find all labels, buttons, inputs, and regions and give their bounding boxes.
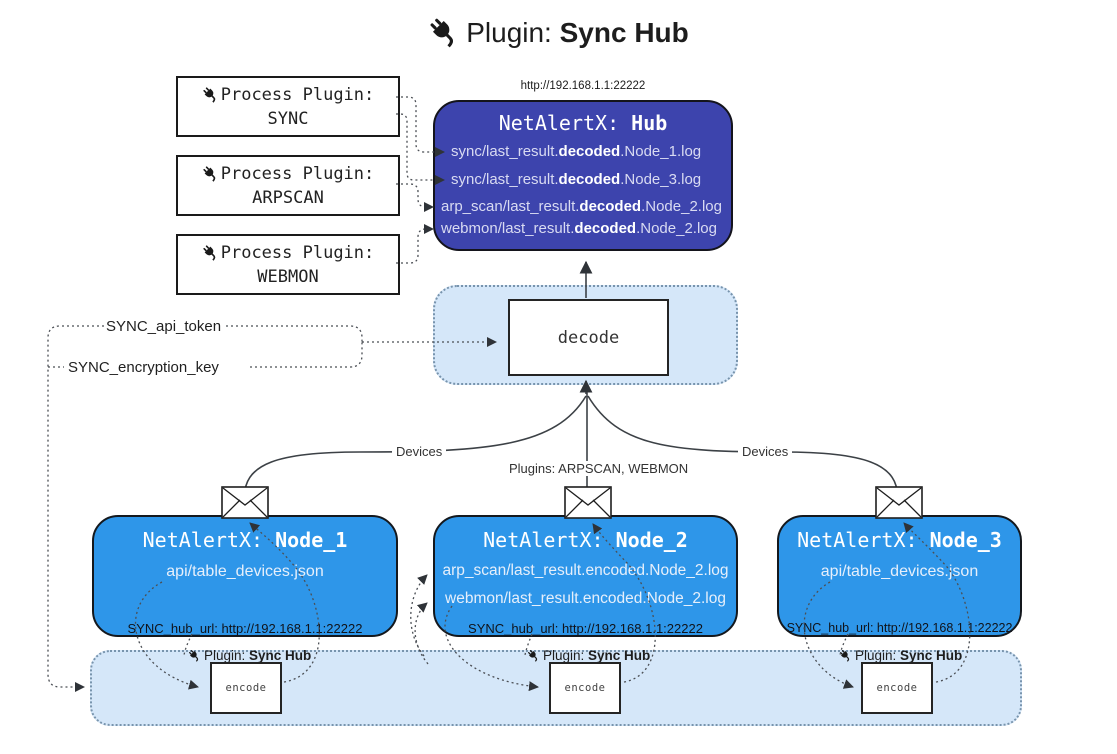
node-3-hub-url: SYNC_hub_url: http://192.168.1.1:22222 [786, 621, 1013, 635]
encode-box-3: encode [861, 662, 933, 714]
process-plugin-sync: Process Plugin: SYNC [176, 76, 400, 137]
node-2-hub-url: SYNC_hub_url: http://192.168.1.1:22222 [468, 621, 703, 636]
node-2-title: NetAlertX: Node_2 [483, 528, 688, 552]
page-title: Plugin: Sync Hub [0, 16, 1117, 49]
page-title-bold: Sync Hub [559, 17, 689, 48]
process-plugin-name: SYNC [267, 108, 309, 129]
hub-box [433, 100, 733, 251]
edge-label-plugins-center: Plugins: ARPSCAN, WEBMON [505, 461, 693, 476]
hub-log-line: arp_scan/last_result.decoded.Node_2.log [441, 198, 722, 215]
plug-icon [202, 244, 219, 261]
plug-icon [202, 165, 219, 182]
hub-log-line: sync/last_result.decoded.Node_1.log [451, 143, 702, 160]
edge-label-devices-right: Devices [738, 444, 793, 459]
process-plugin-webmon: Process Plugin: WEBMON [176, 234, 400, 295]
node-1-line: api/table_devices.json [166, 563, 324, 580]
plug-icon [527, 649, 540, 662]
process-plugin-name: ARPSCAN [252, 187, 324, 208]
plug-icon [839, 649, 852, 662]
sync-plugin-label-1: Plugin: Sync Hub [188, 648, 311, 663]
hub-title: NetAlertX: Hub [433, 111, 733, 135]
hub-title-prefix: NetAlertX: [498, 111, 632, 135]
sync-plugin-label-2: Plugin: Sync Hub [527, 648, 650, 663]
process-plugin-label: Process Plugin: [220, 84, 375, 105]
plug-icon [188, 649, 201, 662]
plug-icon [428, 16, 460, 48]
node-1-title: NetAlertX: Node_1 [142, 528, 348, 552]
config-sync-encryption-key: SYNC_encryption_key [66, 359, 221, 376]
encode-box-1: encode [210, 662, 282, 714]
edge-label-devices-left: Devices [392, 444, 447, 459]
node-3-title: NetAlertX: Node_3 [797, 528, 1002, 552]
process-plugin-label: Process Plugin: [220, 163, 375, 184]
decode-box: decode [508, 299, 669, 376]
envelope-icon [221, 486, 269, 519]
envelope-icon [875, 486, 923, 519]
config-sync-api-token: SYNC_api_token [104, 318, 224, 335]
process-plugin-name: WEBMON [257, 266, 319, 287]
node-2-line: webmon/last_result.encoded.Node_2.log [445, 590, 726, 607]
page-title-prefix: Plugin: [466, 17, 560, 48]
sync-plugin-label-3: Plugin: Sync Hub [839, 648, 962, 663]
node-2-line: arp_scan/last_result.encoded.Node_2.log [442, 562, 729, 579]
node-1-hub-url: SYNC_hub_url: http://192.168.1.1:22222 [127, 621, 363, 636]
hub-url-label: http://192.168.1.1:22222 [520, 80, 646, 92]
node-3-line: api/table_devices.json [820, 563, 979, 580]
process-plugin-arpscan: Process Plugin: ARPSCAN [176, 155, 400, 216]
process-plugin-label: Process Plugin: [220, 242, 375, 263]
envelope-icon [564, 486, 612, 519]
plug-icon [202, 86, 219, 103]
hub-log-line: webmon/last_result.decoded.Node_2.log [441, 220, 717, 237]
hub-title-bold: Hub [631, 111, 668, 135]
encode-box-2: encode [549, 662, 621, 714]
hub-log-line: sync/last_result.decoded.Node_3.log [451, 171, 702, 188]
